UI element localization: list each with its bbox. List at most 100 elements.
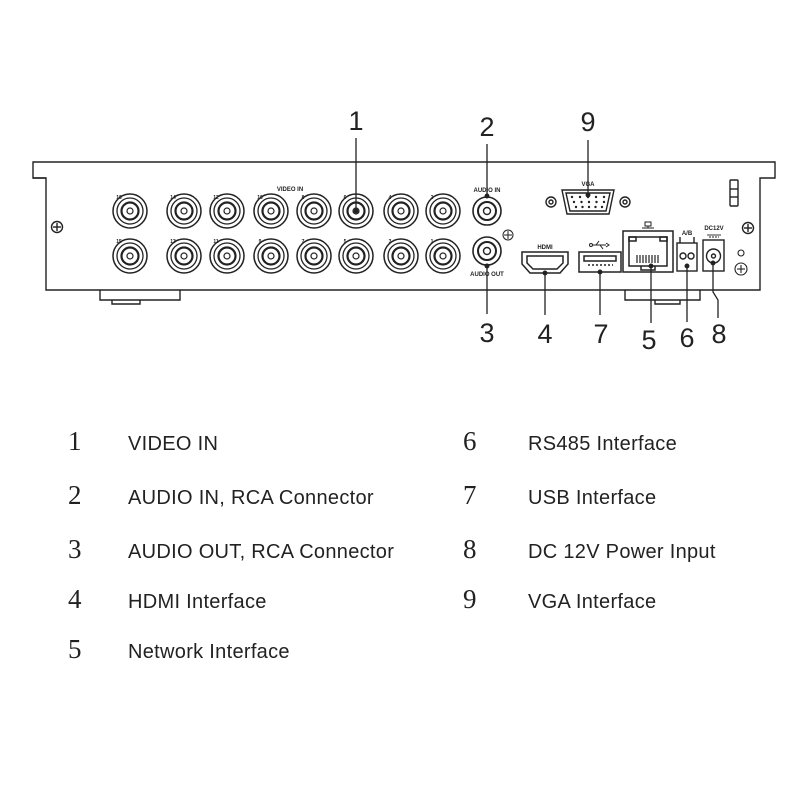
ground-screw-icon (734, 249, 748, 276)
legend-text: AUDIO OUT, RCA Connector (128, 541, 395, 563)
bnc-number-label: 8 (302, 195, 305, 201)
legend-number: 8 (463, 534, 477, 564)
callout-8-dot (710, 260, 716, 266)
legend-number: 9 (463, 584, 477, 614)
vga-pin (581, 205, 584, 209)
bnc-connector-5 (338, 238, 374, 274)
vga-pin (595, 200, 598, 204)
callout-2-number: 2 (479, 112, 494, 142)
bnc-connector-16 (112, 193, 148, 229)
bnc-connector-14 (166, 193, 202, 229)
audio-out-rca-connector (472, 236, 502, 266)
legend-number: 7 (463, 480, 477, 510)
bnc-number-label: 7 (302, 239, 305, 245)
callout-4-number: 4 (537, 319, 552, 349)
legend-number: 2 (68, 480, 82, 510)
bnc-number-label: 9 (259, 239, 262, 245)
callout-2-dot (484, 193, 490, 199)
dc-polarity-icon (707, 234, 721, 238)
legend-item-7: 7 USB Interface (463, 480, 656, 511)
legend-text: AUDIO IN, RCA Connector (128, 487, 374, 509)
usb-port (578, 251, 622, 273)
callout-1-dot (353, 208, 359, 214)
rs485-label: A/B (682, 231, 693, 237)
vga-pin (594, 205, 597, 209)
legend-item-2: 2 AUDIO IN, RCA Connector (68, 480, 374, 511)
legend-item-1: 1 VIDEO IN (68, 426, 218, 457)
vga-pin (587, 205, 591, 209)
bnc-connector-1 (425, 238, 461, 274)
vga-pin (570, 195, 574, 199)
legend: 1 VIDEO IN 2 AUDIO IN, RCA Connector 3 A… (0, 410, 800, 670)
bnc-number-label: 5 (344, 239, 347, 245)
bnc-number-label: 6 (344, 195, 347, 201)
bnc-number-label: 13 (170, 239, 176, 245)
vga-pin (572, 200, 576, 204)
callout-8-number: 8 (711, 319, 726, 349)
callout-7-dot (597, 269, 603, 275)
callout-1-number: 1 (348, 106, 363, 136)
vga-pin (602, 195, 606, 199)
bnc-connector-11 (209, 238, 245, 274)
vga-pin (574, 205, 578, 209)
bnc-number-label: 1 (431, 239, 434, 245)
bnc-connector-4 (383, 193, 419, 229)
callout-7-number: 7 (593, 319, 608, 349)
callout-5-number: 5 (641, 325, 656, 355)
legend-text: Network Interface (128, 641, 290, 663)
callout-6-number: 6 (679, 323, 694, 353)
legend-item-8: 8 DC 12V Power Input (463, 534, 716, 565)
usb-symbol-icon (589, 240, 610, 250)
legend-text: VIDEO IN (128, 433, 219, 455)
vga-pin (594, 195, 598, 199)
hdmi-port (521, 251, 569, 274)
callout-3-dot (484, 263, 490, 269)
vga-pins (570, 195, 606, 209)
legend-number: 3 (68, 534, 82, 564)
vga-pin (580, 200, 583, 204)
legend-item-9: 9 VGA Interface (463, 584, 656, 615)
callout-9-number: 9 (580, 107, 595, 137)
bnc-number-label: 15 (116, 239, 122, 245)
bnc-number-label: 4 (389, 195, 392, 201)
vga-pin (602, 200, 606, 204)
legend-text: USB Interface (528, 487, 657, 509)
bnc-number-label: 3 (389, 239, 392, 245)
network-rj45-port (622, 230, 674, 273)
bnc-connector-8 (296, 193, 332, 229)
legend-item-4: 4 HDMI Interface (68, 584, 267, 615)
rj45-pins (636, 255, 659, 263)
legend-number: 6 (463, 426, 477, 456)
ground-symbol-icon (502, 229, 514, 241)
legend-text: HDMI Interface (128, 591, 267, 613)
legend-text: VGA Interface (528, 591, 657, 613)
legend-number: 1 (68, 426, 82, 456)
network-symbol-icon (642, 221, 654, 229)
bnc-number-label: 12 (213, 195, 219, 201)
bnc-connector-13 (166, 238, 202, 274)
callout-8-leader (712, 263, 719, 318)
hdmi-label: HDMI (537, 245, 553, 251)
legend-text: DC 12V Power Input (528, 541, 716, 563)
bnc-number-label: 10 (257, 195, 263, 201)
bnc-connector-9 (253, 238, 289, 274)
callout-leaders (353, 138, 719, 323)
bnc-number-label: 16 (116, 195, 122, 201)
vga-port (545, 189, 631, 215)
vga-pin (578, 195, 582, 199)
legend-item-3: 3 AUDIO OUT, RCA Connector (68, 534, 394, 565)
bnc-connector-2 (425, 193, 461, 229)
dc-label: DC12V (704, 226, 723, 232)
legend-item-6: 6 RS485 Interface (463, 426, 677, 457)
bnc-connector-10 (253, 193, 289, 229)
callout-6-dot (684, 263, 690, 269)
audio-in-rca-connector (472, 196, 502, 226)
legend-item-5: 5 Network Interface (68, 634, 290, 665)
bnc-connector-12 (209, 193, 245, 229)
video-in-label: VIDEO IN (277, 187, 303, 193)
callout-4-dot (542, 270, 548, 276)
callout-5-dot (648, 263, 654, 269)
legend-number: 4 (68, 584, 82, 614)
